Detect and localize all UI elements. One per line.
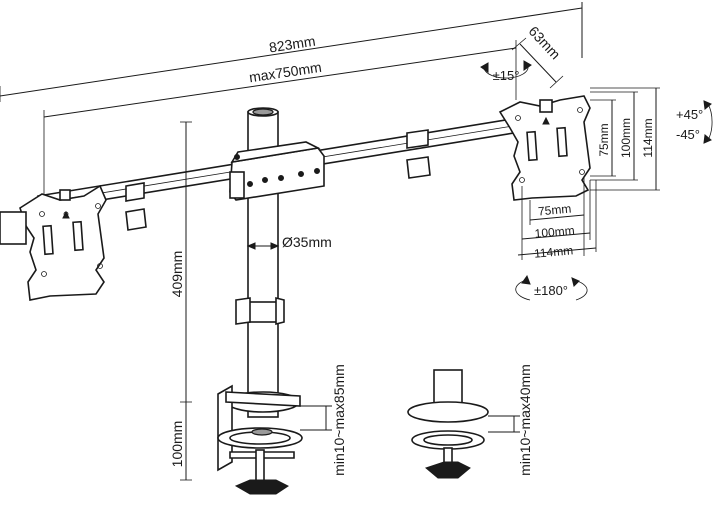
pole-diameter-dimension: Ø35mm [246, 234, 332, 250]
right-vesa-plate [498, 95, 591, 201]
total-width-dimension: 823mm [0, 2, 583, 102]
vesa-100-height-label: 100mm [619, 118, 633, 158]
clamp-height-label: 100mm [169, 421, 185, 468]
grommet-mount [407, 369, 489, 479]
vesa-75-height-label: 75mm [597, 123, 611, 156]
center-hub [229, 141, 325, 201]
rotate-positive-label: +45° [676, 107, 703, 122]
clamp-range-dimension: min10~max85mm [300, 364, 347, 476]
vesa-width-dimensions: 75mm 100mm 114mm [517, 178, 597, 261]
vesa-75-width-label: 75mm [537, 202, 571, 219]
pole-height-label: 409mm [169, 251, 185, 298]
rotation-indicator: +45° -45° [676, 100, 713, 144]
grommet-range-label: min10~max40mm [517, 364, 533, 476]
swivel-indicator: ±180° [515, 274, 588, 301]
height-collar [235, 296, 285, 326]
tilt-label: ±15° [493, 68, 520, 83]
plate-114-height-label: 114mm [641, 118, 655, 157]
plate-114-width-label: 114mm [534, 243, 574, 260]
vesa-100-width-label: 100mm [534, 223, 575, 240]
clamp-height-dimension: 100mm [169, 402, 192, 481]
pole-height-dimension: 409mm [169, 121, 192, 403]
swivel-label: ±180° [534, 283, 568, 298]
tilt-indicator: ±15° [480, 60, 532, 83]
vesa-height-dimensions: 75mm 100mm 114mm [590, 87, 660, 191]
depth-dimension: 63mm [511, 23, 564, 89]
left-vesa-plate [0, 184, 107, 301]
clamp-range-label: min10~max85mm [331, 364, 347, 476]
c-clamp [217, 384, 303, 495]
grommet-range-dimension: min10~max40mm [488, 364, 533, 476]
pole-diameter-label: Ø35mm [282, 234, 332, 250]
total-width-label: 823mm [268, 33, 317, 56]
rotate-negative-label: -45° [676, 127, 700, 142]
